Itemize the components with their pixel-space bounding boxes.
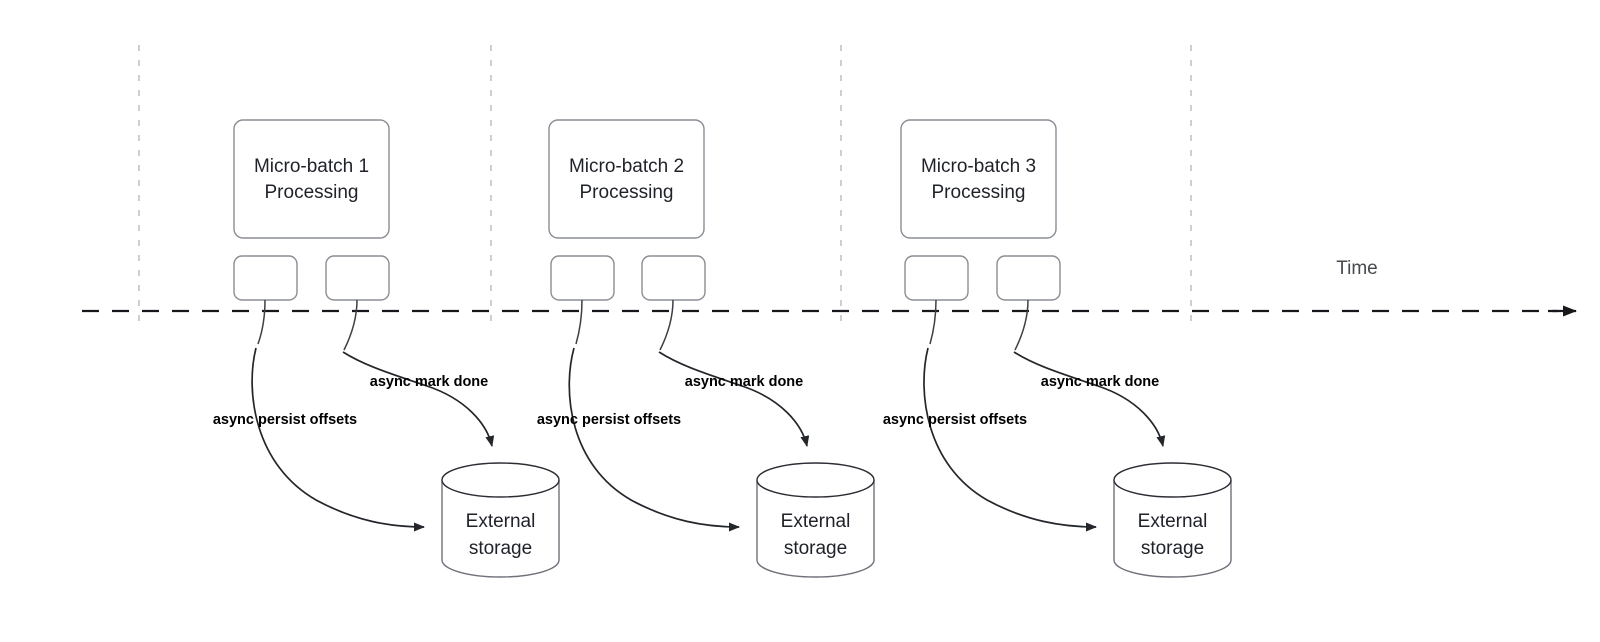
connector-persist-3 [929, 299, 937, 345]
task-box-persist-1[interactable] [233, 255, 298, 301]
edge-label-persist-offsets-3: async persist offsets [883, 412, 1027, 428]
edge-label-persist-offsets-1: async persist offsets [213, 412, 357, 428]
micro-batch-1-label-line2: Processing [265, 182, 359, 203]
edge-label-persist-offsets-2: async persist offsets [537, 412, 681, 428]
micro-batch-3-label-line1: Micro-batch 3 [921, 156, 1036, 177]
flow-persist-offsets-1 [251, 347, 425, 532]
task-box-mark-1[interactable] [325, 255, 390, 301]
micro-batch-3-label-line2: Processing [932, 182, 1026, 203]
micro-batch-3-box[interactable] [900, 119, 1057, 239]
flow-persist-offsets-2 [568, 347, 740, 532]
batch-group-2: Micro-batch 2 Processing async persist o… [537, 119, 875, 578]
external-storage-2-label-line1: External [781, 511, 851, 532]
external-storage-1-label-line2: storage [469, 538, 532, 559]
connector-mark-2 [659, 299, 674, 351]
external-storage-1-label-line1: External [466, 511, 536, 532]
connector-persist-2 [575, 299, 583, 345]
connector-persist-1 [257, 299, 266, 345]
micro-batch-1-label-line1: Micro-batch 1 [254, 156, 369, 177]
task-box-persist-3[interactable] [904, 255, 969, 301]
micro-batch-2-box[interactable] [548, 119, 705, 239]
external-storage-1[interactable]: External storage [441, 462, 560, 578]
batch-boundaries [138, 45, 1192, 330]
external-storage-1-body [441, 480, 560, 578]
external-storage-3-top [1113, 462, 1232, 498]
external-storage-3-label-line2: storage [1141, 538, 1204, 559]
external-storage-2[interactable]: External storage [756, 462, 875, 578]
external-storage-1-top [441, 462, 560, 498]
flow-mark-done-1 [342, 351, 495, 447]
external-storage-2-body [756, 480, 875, 578]
external-storage-2-top [756, 462, 875, 498]
edge-label-mark-done-2: async mark done [685, 374, 803, 390]
external-storage-3-body [1113, 480, 1232, 578]
external-storage-2-label-line2: storage [784, 538, 847, 559]
connector-mark-3 [1014, 299, 1029, 351]
edge-label-mark-done-1: async mark done [370, 374, 488, 390]
micro-batch-2-label-line2: Processing [580, 182, 674, 203]
flow-mark-done-3 [1013, 351, 1166, 447]
batch-group-3: Micro-batch 3 Processing async persist o… [883, 119, 1232, 578]
time-axis: Time [82, 258, 1577, 317]
flow-mark-done-2 [658, 351, 810, 447]
task-box-mark-2[interactable] [641, 255, 706, 301]
task-box-mark-3[interactable] [996, 255, 1061, 301]
task-box-persist-2[interactable] [550, 255, 615, 301]
external-storage-3-label-line1: External [1138, 511, 1208, 532]
connector-mark-1 [343, 299, 358, 351]
micro-batch-2-label-line1: Micro-batch 2 [569, 156, 684, 177]
external-storage-3[interactable]: External storage [1113, 462, 1232, 578]
batch-group-1: Micro-batch 1 Processing async persist o… [213, 119, 560, 578]
micro-batch-1-box[interactable] [233, 119, 390, 239]
time-axis-label: Time [1336, 258, 1378, 279]
edge-label-mark-done-3: async mark done [1041, 374, 1159, 390]
flow-persist-offsets-3 [923, 347, 1097, 532]
